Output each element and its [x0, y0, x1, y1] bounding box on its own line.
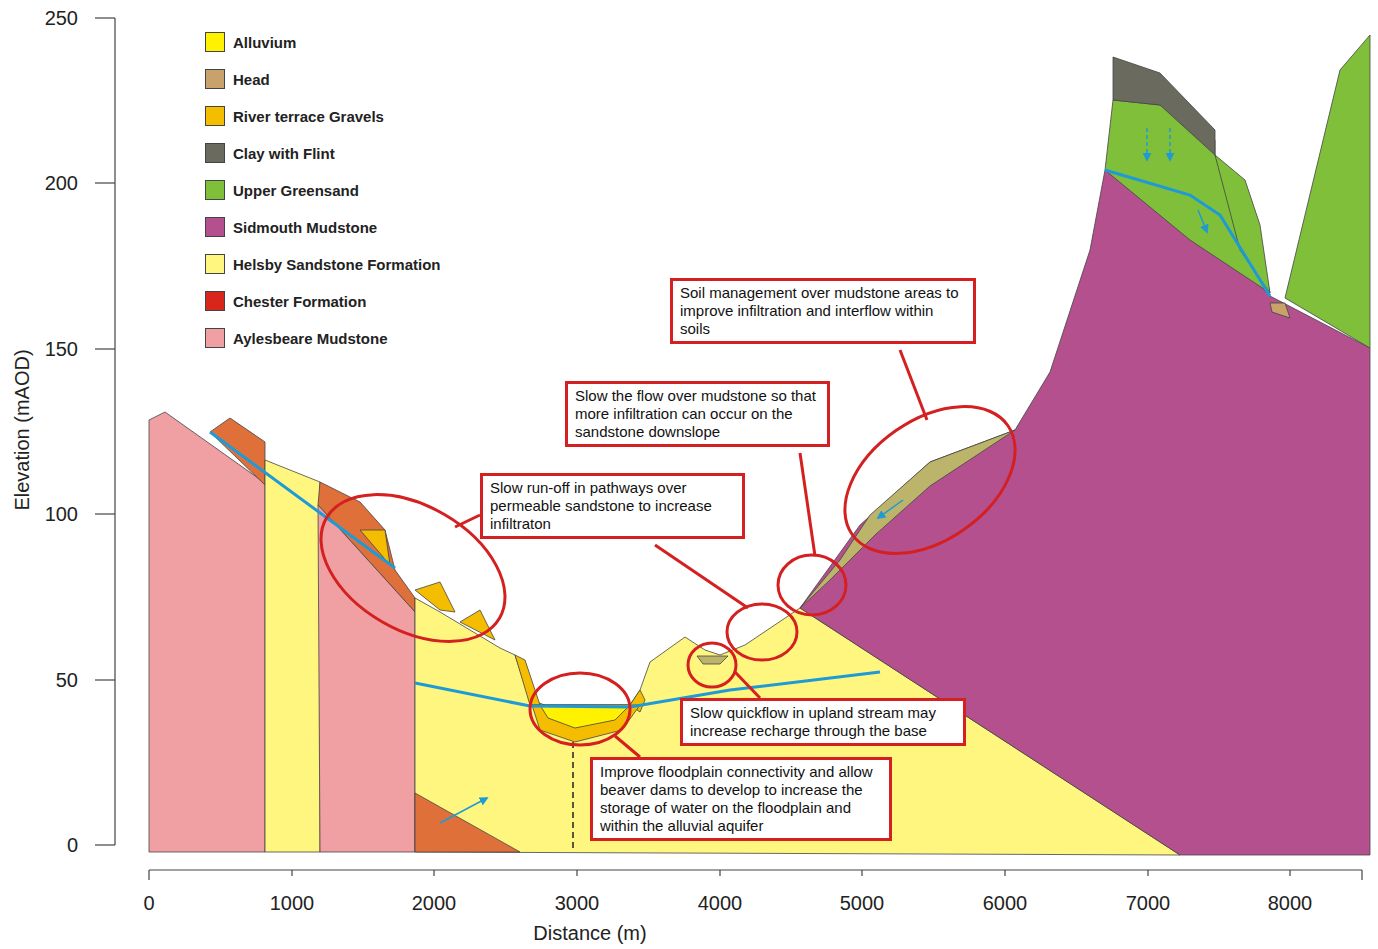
legend-text: Aylesbeare Mudstone [233, 330, 388, 347]
legend-swatch [205, 217, 225, 237]
callout-box: Slow the flow over mudstone so that more… [565, 381, 830, 447]
legend-swatch [205, 32, 225, 52]
tick-label: 1000 [270, 892, 315, 915]
tick-label: 50 [56, 669, 78, 692]
tick-label: 200 [45, 172, 78, 195]
tick-label: 6000 [983, 892, 1028, 915]
legend-text: Alluvium [233, 34, 296, 51]
tick-label: 7000 [1126, 892, 1171, 915]
tick-label: 0 [143, 892, 154, 915]
callout-box: Soil management over mudstone areas to i… [670, 278, 976, 344]
legend-entry: Alluvium [205, 32, 296, 52]
tick-label: 2000 [412, 892, 457, 915]
tick-label: 0 [67, 834, 78, 857]
legend-text: Clay with Flint [233, 145, 335, 162]
axis-title: Elevation (mAOD) [11, 349, 34, 510]
legend-text: Chester Formation [233, 293, 366, 310]
legend-text: Sidmouth Mudstone [233, 219, 377, 236]
legend-entry: Helsby Sandstone Formation [205, 254, 441, 274]
callout-text: Slow run-off in pathways over permeable … [490, 479, 735, 533]
tick-label: 4000 [698, 892, 743, 915]
legend-swatch [205, 106, 225, 126]
legend-entry: Chester Formation [205, 291, 366, 311]
callout-text: Slow quickflow in upland stream may incr… [690, 704, 956, 740]
legend-entry: Upper Greensand [205, 180, 359, 200]
callout-text: Improve floodplain connectivity and allo… [600, 763, 882, 835]
tick-label: 100 [45, 503, 78, 526]
legend-swatch [205, 180, 225, 200]
legend-entry: River terrace Gravels [205, 106, 384, 126]
legend-text: Upper Greensand [233, 182, 359, 199]
tick-label: 250 [45, 7, 78, 30]
legend-entry: Sidmouth Mudstone [205, 217, 377, 237]
legend-swatch [205, 291, 225, 311]
callout-box: Slow quickflow in upland stream may incr… [680, 698, 966, 746]
callout-text: Soil management over mudstone areas to i… [680, 284, 966, 338]
legend-text: Helsby Sandstone Formation [233, 256, 441, 273]
axis-title: Distance (m) [533, 922, 646, 945]
legend-text: River terrace Gravels [233, 108, 384, 125]
callout-box: Improve floodplain connectivity and allo… [590, 757, 892, 841]
tick-label: 3000 [555, 892, 600, 915]
callout-box: Slow run-off in pathways over permeable … [480, 473, 745, 539]
legend-text: Head [233, 71, 270, 88]
legend-swatch [205, 254, 225, 274]
callout-text: Slow the flow over mudstone so that more… [575, 387, 820, 441]
tick-label: 8000 [1268, 892, 1313, 915]
legend-swatch [205, 143, 225, 163]
legend-entry: Aylesbeare Mudstone [205, 328, 388, 348]
legend-entry: Head [205, 69, 270, 89]
legend-swatch [205, 69, 225, 89]
tick-label: 5000 [840, 892, 885, 915]
tick-label: 150 [45, 338, 78, 361]
legend-swatch [205, 328, 225, 348]
legend-entry: Clay with Flint [205, 143, 335, 163]
